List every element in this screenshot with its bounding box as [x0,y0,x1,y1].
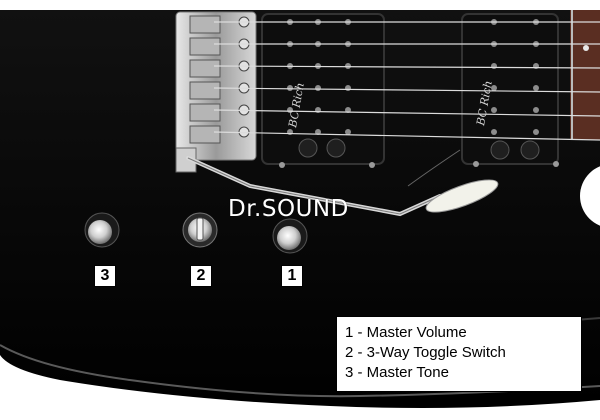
string-5 [213,109,600,117]
controls-legend: 1 - Master Volume 2 - 3-Way Toggle Switc… [336,316,582,392]
control-number-2: 2 [190,265,212,287]
legend-item-tone: 3 - Master Tone [345,364,449,381]
body-cutaway [580,166,600,226]
control-number-3: 3 [94,265,116,287]
control-number-1: 1 [281,265,303,287]
tone-knob [84,212,120,248]
watermark: Dr.SOUND [228,196,349,222]
guitar-body [0,10,600,408]
string-3 [213,65,600,69]
toggle-switch [182,212,218,248]
volume-knob [272,218,308,254]
whammy-bar-tip [425,179,499,213]
string-4 [213,87,600,93]
neck-pickup [461,13,559,165]
string-6 [213,131,600,141]
legend-item-toggle: 2 - 3-Way Toggle Switch [345,344,506,361]
body-edge-highlight [0,344,600,398]
fretboard [570,10,600,140]
legend-item-volume: 1 - Master Volume [345,324,467,341]
